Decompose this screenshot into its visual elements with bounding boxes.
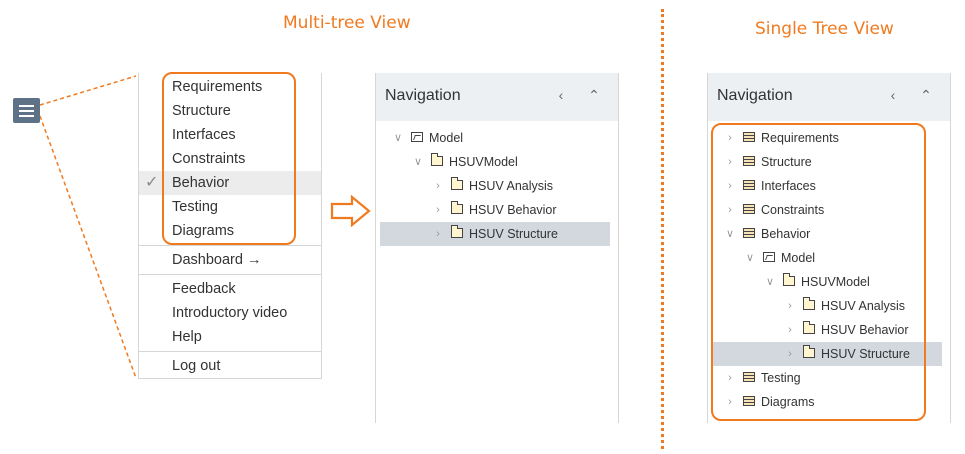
tree-row-hsuvmodel[interactable]: ∨ HSUVModel — [712, 270, 942, 294]
folder-icon — [803, 321, 815, 334]
chevron-right-icon[interactable]: › — [728, 204, 732, 216]
chevron-right-icon[interactable]: › — [728, 180, 732, 192]
tree-row-testing[interactable]: › Testing — [712, 366, 942, 390]
folder-icon — [803, 297, 815, 310]
menu-item-feedback[interactable]: Feedback — [172, 281, 236, 297]
chevron-right-icon[interactable]: › — [788, 300, 792, 312]
menu-item-interfaces[interactable]: Interfaces — [172, 127, 236, 143]
menu-highlight-box — [162, 72, 296, 245]
menu-divider — [139, 245, 321, 246]
category-icon — [743, 228, 755, 238]
chevron-right-icon[interactable]: › — [728, 156, 732, 168]
chevron-right-icon[interactable]: › — [436, 228, 440, 240]
panel-torn-edge — [708, 423, 950, 429]
tree-row-hsuv-behavior[interactable]: › HSUV Behavior — [712, 318, 942, 342]
category-icon — [743, 372, 755, 382]
menu-item-behavior[interactable]: ✓ Behavior — [139, 171, 321, 195]
category-icon — [743, 132, 755, 142]
chevron-down-icon[interactable]: ∨ — [393, 132, 403, 144]
checkmark-icon: ✓ — [145, 174, 159, 191]
panel-title: Navigation — [385, 87, 461, 104]
panel-header: Navigation ‹ ⌃ — [708, 73, 950, 121]
menu-divider — [139, 274, 321, 275]
tree-row-hsuv-analysis[interactable]: › HSUV Analysis — [380, 174, 610, 198]
hamburger-menu-icon[interactable] — [13, 98, 40, 123]
menu-item-diagrams[interactable]: Diagrams — [172, 223, 235, 239]
folder-icon — [803, 345, 815, 358]
right-arrow-icon — [330, 195, 371, 227]
chevron-right-icon[interactable]: › — [436, 204, 440, 216]
tree-row-interfaces[interactable]: › Interfaces — [712, 174, 942, 198]
menu-item-help[interactable]: Help — [172, 329, 202, 345]
tree-row-hsuvmodel[interactable]: ∨ HSUVModel — [380, 150, 610, 174]
single-tree-navigation-panel: Navigation ‹ ⌃ › Requirements › Structur… — [707, 73, 951, 429]
chevron-up-icon[interactable]: ⌃ — [588, 87, 600, 103]
chevron-down-icon[interactable]: ∨ — [725, 228, 735, 240]
chevron-right-icon[interactable]: › — [728, 372, 732, 384]
folder-icon — [451, 177, 463, 190]
model-icon — [411, 132, 423, 142]
category-icon — [743, 180, 755, 190]
folder-icon — [451, 201, 463, 214]
chevron-left-icon[interactable]: ‹ — [890, 87, 896, 103]
panel-torn-edge — [376, 423, 618, 429]
tree-row-model[interactable]: ∨ Model — [380, 126, 610, 150]
folder-icon — [783, 273, 795, 286]
chevron-right-icon[interactable]: › — [728, 132, 732, 144]
menu-item-structure[interactable]: Structure — [172, 103, 231, 119]
tree-row-behavior[interactable]: ∨ Behavior — [712, 222, 942, 246]
panel-header: Navigation ‹ ⌃ — [376, 73, 618, 121]
tree-row-constraints[interactable]: › Constraints — [712, 198, 942, 222]
chevron-left-icon[interactable]: ‹ — [558, 87, 564, 103]
model-icon — [763, 252, 775, 262]
panel-title: Navigation — [717, 87, 793, 104]
menu-item-logout[interactable]: Log out — [172, 358, 221, 374]
chevron-right-icon[interactable]: › — [436, 180, 440, 192]
chevron-down-icon[interactable]: ∨ — [413, 156, 423, 168]
tree-row-requirements[interactable]: › Requirements — [712, 126, 942, 150]
tree-row-hsuv-structure[interactable]: › HSUV Structure — [712, 342, 942, 366]
folder-icon — [451, 225, 463, 238]
menu-divider — [139, 351, 321, 352]
tree-row-hsuv-behavior[interactable]: › HSUV Behavior — [380, 198, 610, 222]
tree-row-hsuv-analysis[interactable]: › HSUV Analysis — [712, 294, 942, 318]
chevron-right-icon[interactable]: › — [788, 324, 792, 336]
tree-row-structure[interactable]: › Structure — [712, 150, 942, 174]
multi-tree-navigation-panel: Navigation ‹ ⌃ ∨ Model ∨ HSUVModel › HSU… — [375, 73, 619, 429]
tree-row-hsuv-structure[interactable]: › HSUV Structure — [380, 222, 610, 246]
menu-item-requirements[interactable]: Requirements — [172, 79, 263, 95]
chevron-up-icon[interactable]: ⌃ — [920, 87, 932, 103]
menu-item-dashboard[interactable]: Dashboard → — [172, 252, 262, 268]
multi-tree-title: Multi-tree View — [283, 13, 411, 33]
tree-row-model[interactable]: ∨ Model — [712, 246, 942, 270]
section-divider — [661, 9, 664, 449]
chevron-right-icon[interactable]: › — [728, 396, 732, 408]
chevron-right-icon[interactable]: › — [788, 348, 792, 360]
category-icon — [743, 156, 755, 166]
category-icon — [743, 396, 755, 406]
chevron-down-icon[interactable]: ∨ — [745, 252, 755, 264]
chevron-down-icon[interactable]: ∨ — [765, 276, 775, 288]
folder-icon — [431, 153, 443, 166]
menu-item-introductory-video[interactable]: Introductory video — [172, 305, 288, 321]
tree-row-diagrams[interactable]: › Diagrams — [712, 390, 942, 414]
menu-item-testing[interactable]: Testing — [172, 199, 218, 215]
category-icon — [743, 204, 755, 214]
single-tree-title: Single Tree View — [755, 19, 894, 39]
main-menu-dropdown: Requirements Structure Interfaces Constr… — [138, 73, 322, 379]
menu-item-constraints[interactable]: Constraints — [172, 151, 246, 167]
tree-highlight-box — [711, 123, 926, 421]
